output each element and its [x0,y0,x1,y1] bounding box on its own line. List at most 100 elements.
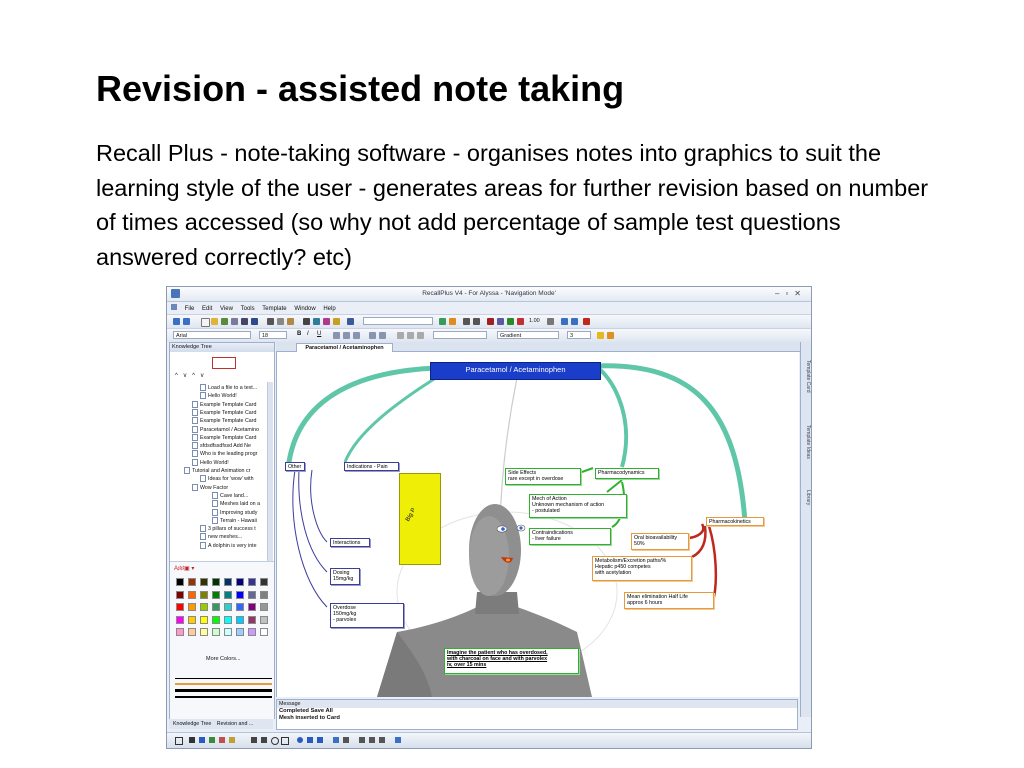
node-mech-of-action[interactable]: Mech of Action Unknown mechanism of acti… [529,494,627,518]
tree-item[interactable]: Wow Factor [192,483,266,492]
color-swatch[interactable] [248,590,256,599]
zoom-value[interactable]: 1.00 [529,318,540,324]
tree-item[interactable]: Terrain - Hawaii [212,516,266,525]
3d-figure[interactable] [377,504,592,697]
color-swatch[interactable] [200,603,208,611]
color-swatch[interactable] [176,590,184,599]
preview-icon[interactable] [313,318,320,325]
color-swatch[interactable] [200,578,208,586]
big-p-card[interactable]: Big P [399,473,441,565]
highlight-icon[interactable] [517,318,524,325]
move-icon[interactable] [175,737,183,745]
flip-icon[interactable] [369,737,375,743]
node-other[interactable]: Other [285,462,305,471]
color-swatch[interactable] [176,615,184,624]
card-icon[interactable] [231,318,238,325]
save-icon[interactable] [251,318,258,325]
print-icon[interactable] [303,318,310,325]
pen-icon[interactable] [199,737,205,743]
color-swatch[interactable] [248,578,256,586]
color-swatch[interactable] [200,590,208,599]
tab-template-ideas[interactable]: Template Ideas [805,425,811,459]
tree-item[interactable]: Hello World! [192,458,266,467]
align-left-icon[interactable] [333,332,340,339]
subscript-icon[interactable] [407,332,414,339]
color-icon[interactable] [333,737,339,743]
node-imagine-patient[interactable]: Imagine the patient who has overdosed, w… [444,648,579,674]
tree-item[interactable]: new meshes... [200,533,266,541]
text-color-icon[interactable] [607,332,614,339]
color-swatch[interactable] [188,603,196,611]
zoom-icon[interactable] [547,318,554,325]
mindmap-canvas[interactable]: Paracetamol / Acetaminophen Big P Other … [276,352,799,697]
tree-item[interactable]: Example Template Card [192,433,266,442]
doc-icon[interactable] [171,304,177,310]
palette-tools[interactable]: A♯♯▣ ▾ [174,566,195,572]
node-metabolism[interactable]: Metabolism/Excretion paths/% Hepatic p45… [592,556,692,581]
forward-icon[interactable] [183,318,190,325]
bold-button[interactable]: B [297,331,302,337]
tree-item[interactable]: Meshes laid on a [212,500,266,508]
menu-file[interactable]: File [184,306,195,312]
color-swatch[interactable] [212,628,220,636]
color-swatch[interactable] [248,603,256,611]
tree-scrollbar[interactable] [267,382,273,564]
color-swatch[interactable] [260,615,268,624]
cut-icon[interactable] [267,318,274,325]
color-swatch[interactable] [200,615,208,624]
tab-knowledge-tree[interactable]: Knowledge Tree [173,721,212,727]
filter-icon[interactable] [333,318,340,325]
line-width-select[interactable]: 3 [567,331,591,339]
tree-item[interactable]: sfdsdfssdfssd Add Ne [192,442,266,450]
fill-style-select[interactable]: Gradient [497,331,559,339]
font-size-select[interactable]: 18 [259,331,287,339]
node-contraindications[interactable]: Contraindications - liver failure [529,528,611,545]
root-node[interactable]: Paracetamol / Acetaminophen [430,362,601,380]
italic-button[interactable]: I [307,331,309,337]
color-swatch[interactable] [200,628,208,636]
link-icon[interactable] [449,318,456,325]
color-swatch[interactable] [176,628,184,636]
color-swatch[interactable] [224,603,232,611]
color-swatch[interactable] [236,603,244,611]
fill-rect-icon[interactable] [307,737,313,743]
minimize-icon[interactable]: ‒ [775,289,786,298]
tree-item[interactable]: Paracetamol / Acetamino [192,425,266,434]
tree-item[interactable]: Hello World! [200,392,266,400]
play-icon[interactable] [561,318,568,325]
node-overdose[interactable]: Overdose 150mg/kg - parvolex [330,603,404,628]
line-style-medium[interactable] [175,689,272,692]
underline-button[interactable]: U [317,331,322,337]
color-swatch[interactable] [224,590,232,599]
search-field[interactable] [363,317,433,325]
node-side-effects[interactable]: Side Effects rare except in overdose [505,468,581,485]
ellipse-icon[interactable] [271,737,279,745]
refresh-icon[interactable] [439,318,446,325]
maximize-icon[interactable]: ▫ [785,289,795,298]
clip-icon[interactable] [395,737,401,743]
shape-icon[interactable] [317,737,323,743]
group-icon[interactable] [497,318,504,325]
delete-icon[interactable] [487,318,494,325]
color-swatch[interactable] [248,615,256,624]
color-swatch[interactable] [176,578,184,586]
pause-icon[interactable] [571,318,578,325]
node-indications[interactable]: Indications - Pain [344,462,399,471]
color-swatch[interactable] [224,628,232,636]
tree-nav-arrows[interactable]: ^ v ^ v [175,373,206,379]
menu-view[interactable]: View [220,306,233,312]
line-icon[interactable] [251,737,257,743]
node-pharmacodynamics[interactable]: Pharmacodynamics [595,468,659,479]
fill-ellipse-icon[interactable] [297,737,303,743]
tree-item[interactable]: Example Template Card [192,408,266,417]
transform-icon[interactable] [379,737,385,743]
color-swatch[interactable] [236,578,244,586]
color-swatch[interactable] [224,578,232,586]
color-swatch[interactable] [260,578,268,586]
page-icon[interactable] [241,318,248,325]
color-swatch[interactable] [224,615,232,624]
color-swatch[interactable] [260,628,268,636]
window-controls[interactable]: ‒▫✕ [775,289,807,298]
tab-template-card[interactable]: Template Card [805,359,811,393]
tree-item[interactable]: Improving study [212,508,266,517]
